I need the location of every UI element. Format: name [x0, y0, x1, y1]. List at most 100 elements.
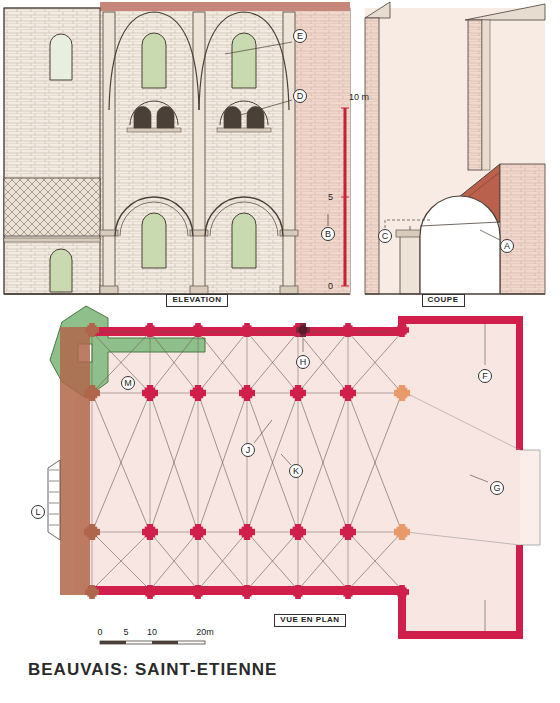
pier-base [280, 286, 298, 294]
callout-letter: E [297, 32, 303, 41]
transverse-arch [247, 393, 298, 532]
pier [145, 325, 154, 334]
nave-roof [465, 4, 545, 20]
triforium-opening [157, 107, 174, 128]
pier-shaft [283, 12, 295, 294]
aisle-wall-cut [500, 164, 545, 294]
nave-wall-cut [365, 18, 379, 294]
section-drawing [365, 2, 545, 294]
pier [397, 325, 406, 334]
transverse-arch [298, 332, 348, 393]
step [49, 492, 59, 493]
pier [343, 527, 354, 538]
transverse-arch [298, 532, 348, 590]
pier [145, 388, 156, 399]
pier [242, 587, 251, 596]
drawing-title: BEAUVAIS: SAINT-ETIENNE [28, 660, 277, 680]
transept-wall [516, 316, 523, 450]
vault-rib [92, 393, 150, 532]
vault-rib [298, 332, 348, 393]
aisle-floor-beam [410, 222, 500, 230]
orientation-symbol [296, 323, 310, 337]
transverse-arch [348, 532, 402, 590]
transept-wall [400, 316, 522, 324]
pier [193, 527, 204, 538]
pier [87, 527, 98, 538]
pier-base [100, 286, 118, 294]
section-ground [365, 8, 545, 294]
transverse-arch [348, 393, 402, 532]
step [49, 470, 59, 471]
callout-letter: C [382, 232, 389, 241]
transept-floor [400, 318, 520, 636]
pier [397, 388, 408, 399]
callout-letter: VUE EN PLAN [280, 616, 339, 624]
vault-rib [348, 532, 402, 590]
scale-number: 10 m [349, 93, 369, 102]
transverse-arch [150, 532, 198, 590]
step [49, 514, 59, 515]
pier [87, 388, 98, 399]
transverse-arch [348, 332, 402, 393]
transverse-arch [92, 393, 150, 532]
scale-number: 0 [328, 282, 333, 291]
scale-number: 5 [123, 628, 128, 637]
aisle-window [232, 213, 256, 268]
tower-window [50, 34, 72, 80]
pier-shaft [103, 12, 115, 294]
pier [242, 325, 251, 334]
step [49, 525, 59, 526]
pier [145, 527, 156, 538]
vault-rib [247, 393, 298, 532]
scale-tick [341, 197, 349, 198]
pier [193, 388, 204, 399]
leader-line [470, 475, 488, 482]
leader-line [303, 339, 304, 352]
wall-shaft [482, 20, 490, 170]
pier [87, 587, 96, 596]
vault-rib [298, 532, 348, 590]
transverse-arch [92, 332, 150, 393]
transverse-arch [247, 332, 298, 393]
pier [145, 587, 154, 596]
view-title-box: ELEVATION [166, 294, 228, 307]
pier [293, 388, 304, 399]
callout-circle: G [490, 481, 504, 495]
callout-circle: L [31, 505, 45, 519]
leader-line [254, 420, 272, 443]
pier [343, 388, 354, 399]
plan-drawing [48, 306, 540, 644]
scale-bar [100, 641, 205, 644]
scale-tick [341, 286, 349, 287]
upper-wall-cut [468, 20, 482, 170]
transverse-arch [247, 532, 298, 590]
vault-rib [348, 332, 402, 393]
leader-line [230, 100, 292, 118]
transverse-arch [198, 532, 247, 590]
roof-edge [100, 2, 350, 11]
callout-letter: B [325, 230, 331, 239]
callout-circle: J [241, 443, 255, 457]
callout-letter: H [300, 358, 307, 367]
vault-rib [150, 332, 198, 393]
pier [87, 325, 96, 334]
wall-rib [199, 12, 289, 110]
vault-rib [198, 332, 247, 393]
callout-circle: D [293, 89, 307, 103]
callout-letter: A [504, 242, 510, 251]
elevation-drawing [4, 2, 350, 294]
vault-rib [198, 532, 247, 590]
clerestory-window [142, 33, 166, 88]
vault-rib [150, 393, 198, 532]
triforium-opening [247, 107, 264, 128]
callout-letter: F [482, 372, 488, 381]
vault-rib [247, 532, 298, 590]
leader-line [385, 220, 430, 228]
pier [397, 587, 406, 596]
callout-circle: F [478, 369, 492, 383]
transverse-arch [150, 332, 198, 393]
view-title-box: VUE EN PLAN [274, 614, 346, 627]
transept-wall [516, 545, 523, 639]
